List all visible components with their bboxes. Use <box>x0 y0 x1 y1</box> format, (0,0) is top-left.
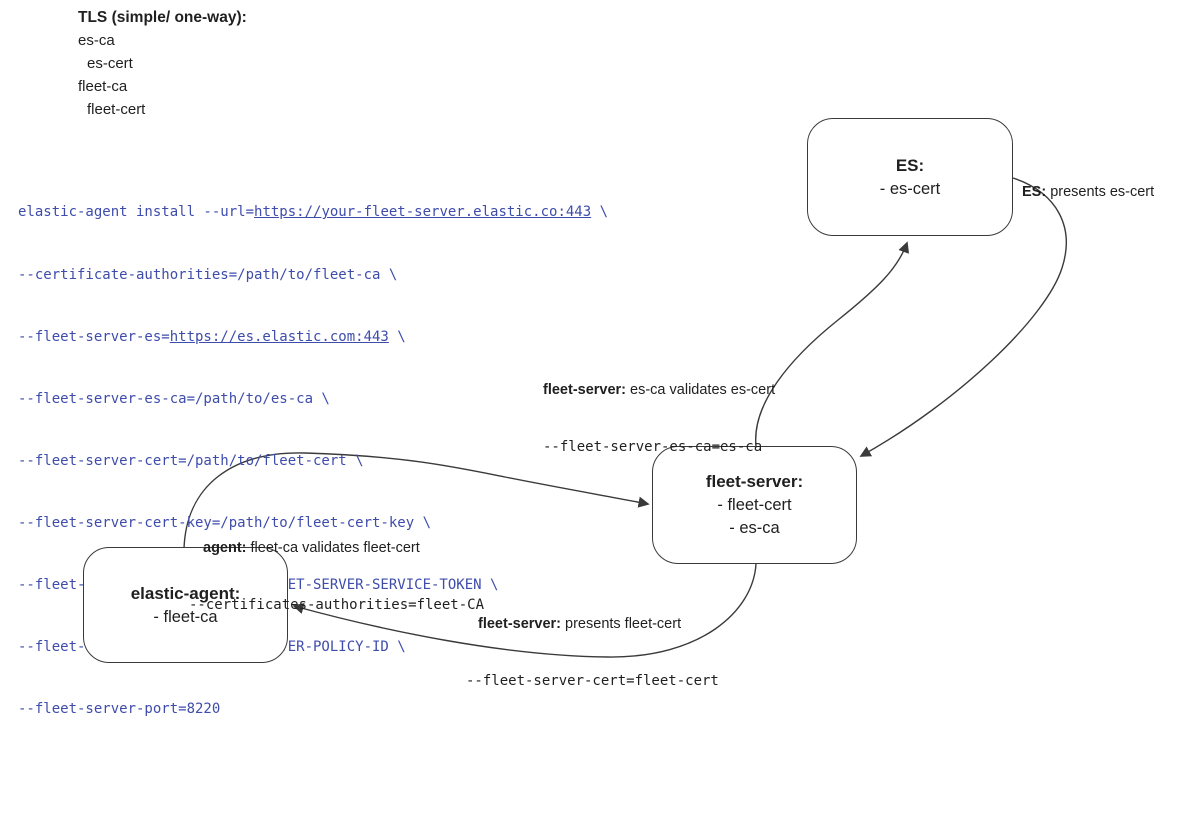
edge-label-line: agent: fleet-ca validates fleet-cert <box>189 539 484 558</box>
command-text: elastic-agent install --url= <box>18 204 255 221</box>
node-fleet-server-item: - fleet-cert <box>717 496 792 514</box>
label-fleet-server-validates-es-cert: fleet-server: es-ca validates es-cert --… <box>543 343 775 495</box>
es-url-text: https://es.elastic.com:443 <box>169 328 389 345</box>
label-agent-validates-fleet-cert: agent: fleet-ca validates fleet-cert --c… <box>189 501 484 653</box>
legend-item-fleet-cert: fleet-cert <box>87 101 146 118</box>
edge-label-bold: fleet-server: <box>478 616 562 632</box>
node-fleet-server-title: fleet-server: <box>705 472 804 491</box>
command-text: \ <box>591 204 609 221</box>
legend-item-es-cert: es-cert <box>87 55 133 72</box>
edge-label-line: ES: presents es-cert <box>1022 183 1154 202</box>
command-line: --fleet-server-cert-key=/path/to/fleet-c… <box>18 514 432 531</box>
node-elastic-agent: elastic-agent: - fleet-ca <box>83 547 288 663</box>
tls-legend-title: TLS (simple/ one-way): <box>78 9 247 26</box>
edge-label-bold: ES: <box>1022 184 1047 200</box>
command-line: --fleet-server-cert=/path/to/fleet-cert … <box>18 452 364 469</box>
command-line: --fleet-server-es-ca=/path/to/es-ca \ <box>18 390 330 407</box>
node-elastic-agent-item: - fleet-ca <box>153 607 218 626</box>
node-elastic-agent-title: elastic-agent: <box>130 583 241 603</box>
legend-item-fleet-ca: fleet-ca <box>78 78 128 95</box>
edge-label-code: --certificates-authorities=fleet-CA <box>189 597 485 613</box>
command-text: --fleet-server-es= <box>18 328 170 345</box>
edge-label-code: --fleet-server-cert=fleet-cert <box>466 673 719 689</box>
label-fleet-server-presents-fleet-cert: fleet-server: presents fleet-cert --flee… <box>466 577 719 729</box>
node-fleet-server: fleet-server: - fleet-cert - es-ca <box>652 446 857 564</box>
edge-label-text: fleet-ca validates fleet-cert <box>246 540 420 556</box>
edge-label-text: presents fleet-cert <box>561 616 682 632</box>
edge-label-line: fleet-server: es-ca validates es-cert <box>543 381 775 400</box>
node-fleet-server-item: - es-ca <box>729 519 780 537</box>
arrow-fleet-server-to-es <box>755 241 910 447</box>
command-line: --fleet-server-port=8220 <box>18 701 221 718</box>
command-line: --fleet-server-es=https://es.elastic.com… <box>18 327 608 348</box>
tls-legend: TLS (simple/ one-way): es-ca es-cert fle… <box>78 6 247 121</box>
command-text: \ <box>388 328 406 345</box>
node-es-title: ES: <box>895 155 925 175</box>
fleet-server-url-text: https://your-fleet-server.elastic.co:443 <box>254 204 592 221</box>
label-es-presents-es-cert: ES: presents es-cert <box>1022 145 1154 240</box>
edge-label-text: es-ca validates es-cert <box>626 382 776 398</box>
legend-item-es-ca: es-ca <box>78 32 115 49</box>
node-es-item: - es-cert <box>879 179 941 198</box>
edge-label-code: --fleet-server-es-ca=es-ca <box>543 439 763 455</box>
command-line: --certificate-authorities=/path/to/fleet… <box>18 266 398 283</box>
edge-label-line: fleet-server: presents fleet-cert <box>466 615 719 634</box>
command-line: elastic-agent install --url=https://your… <box>18 202 608 223</box>
node-es: ES: - es-cert <box>807 118 1013 236</box>
edge-label-text: presents es-cert <box>1046 184 1155 200</box>
edge-label-bold: agent: <box>203 540 247 556</box>
edge-label-bold: fleet-server: <box>543 382 627 398</box>
